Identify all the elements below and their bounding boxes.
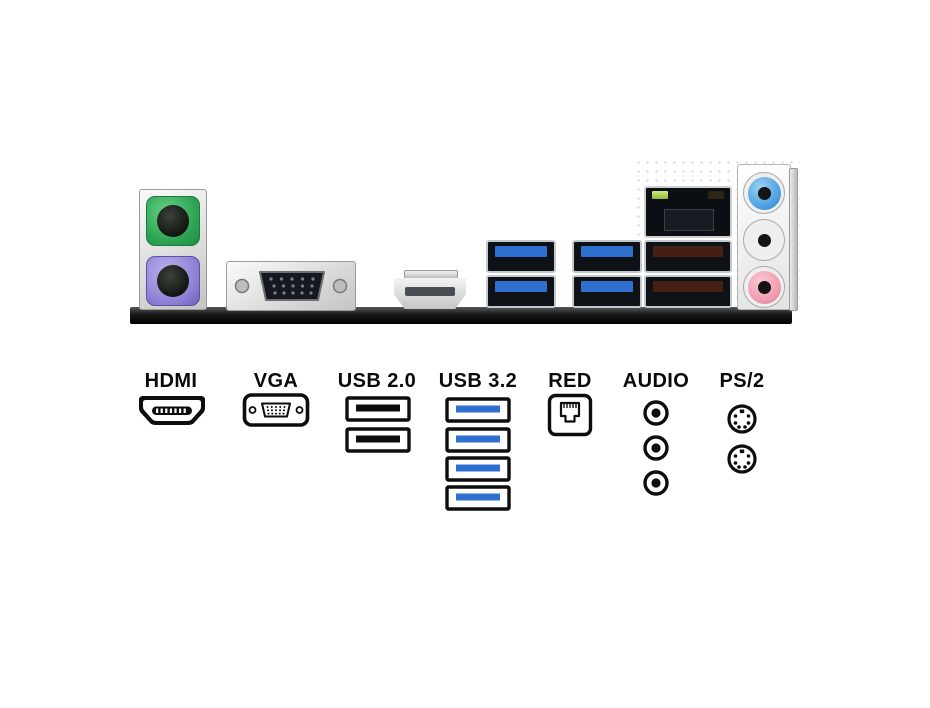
usb2-tongue — [653, 281, 723, 292]
legend-label-vga: VGA — [253, 370, 299, 392]
rj45-jack-icon — [547, 393, 593, 437]
audio-jack-mic — [743, 266, 785, 308]
hdmi-port — [394, 278, 466, 309]
audio-jack-icon — [643, 435, 669, 461]
usb3-tongue — [581, 246, 633, 257]
usb2-port-icon — [345, 427, 411, 453]
usb2-tongue — [653, 246, 723, 257]
audio-jack-ring-blue — [747, 176, 781, 210]
vga-screw-right — [332, 278, 348, 294]
usb3-tongue — [495, 246, 547, 257]
audio-jack-hole — [757, 233, 771, 247]
lan-rj45-port — [644, 186, 732, 238]
usb3-port-icon — [445, 427, 511, 453]
hdmi-bracket-tab — [404, 270, 458, 279]
audio-jack-hole — [757, 280, 771, 294]
ps2-keyboard-port — [146, 256, 200, 306]
legend-label-lan: RED — [548, 370, 592, 392]
vga-port — [234, 271, 348, 301]
legend-label-usb32: USB 3.2 — [438, 370, 518, 392]
usb3-port-icon — [445, 485, 511, 511]
usb3-tongue — [495, 281, 547, 292]
vga-screw-left — [234, 278, 250, 294]
usb3-port — [486, 240, 556, 273]
audio-jack-line-out — [743, 219, 785, 261]
legend-label-hdmi: HDMI — [144, 370, 198, 392]
usb3-port — [572, 240, 642, 273]
motherboard-edge — [130, 307, 792, 324]
legend-label-audio: AUDIO — [622, 370, 690, 392]
ps2-connector-icon — [727, 404, 757, 434]
ps2-keyboard-hole — [157, 265, 189, 297]
bracket-edge — [789, 168, 798, 311]
lan-led-dark — [708, 191, 724, 199]
usb3-port — [572, 275, 642, 308]
lan-led-green — [652, 191, 668, 199]
audio-jack-line-in — [743, 172, 785, 214]
audio-jack-icon — [643, 470, 669, 496]
usb2-port — [644, 240, 732, 273]
hdmi-connector-icon — [139, 396, 205, 425]
audio-jack-icon — [643, 400, 669, 426]
usb2-port — [644, 275, 732, 308]
audio-jack-ring-green — [748, 224, 781, 257]
usb3-port-icon — [445, 456, 511, 482]
ps2-mouse-port — [146, 196, 200, 246]
usb2-port-icon — [345, 396, 411, 422]
usb3-port-icon — [445, 397, 511, 423]
legend-label-ps2: PS/2 — [719, 370, 765, 392]
audio-jack-hole — [757, 186, 771, 200]
ps2-mouse-hole — [157, 205, 189, 237]
hdmi-slot — [405, 287, 455, 296]
legend-label-usb20: USB 2.0 — [337, 370, 417, 392]
vga-connector-icon — [242, 393, 310, 427]
usb3-tongue — [581, 281, 633, 292]
usb3-port — [486, 275, 556, 308]
ps2-connector-icon — [727, 444, 757, 474]
lan-slot — [664, 209, 714, 231]
audio-jack-ring-pink — [747, 270, 781, 304]
